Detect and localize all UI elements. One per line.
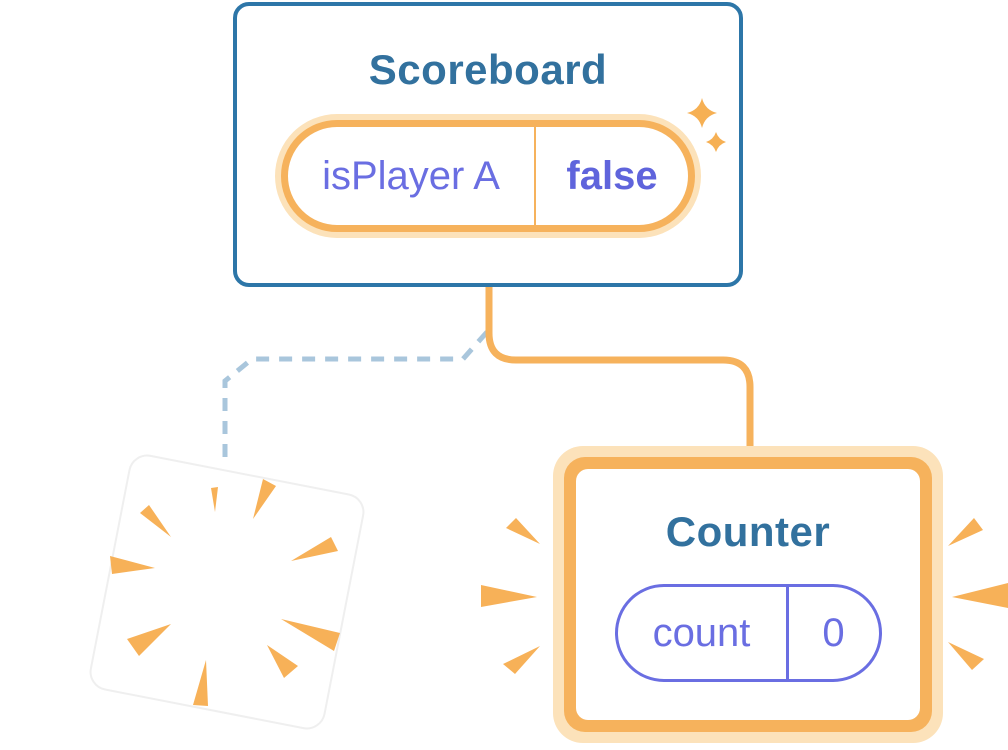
counter-card: Counter count 0 — [553, 446, 943, 743]
counter-card-border: Counter count 0 — [564, 457, 932, 732]
burst-wedge — [253, 479, 276, 519]
burst-wedge — [127, 624, 171, 656]
pill-divider — [785, 587, 789, 679]
state-key-label: count — [652, 610, 751, 655]
burst-wedge — [506, 518, 540, 544]
counter-card-body: Counter count 0 — [576, 469, 920, 720]
poof-burst-icon — [110, 479, 340, 706]
burst-wedge — [267, 645, 298, 678]
burst-wedge — [481, 585, 537, 607]
burst-rays-left-icon — [481, 518, 540, 674]
counter-title: Counter — [665, 508, 831, 555]
destroyed-card-body — [89, 454, 365, 730]
scoreboard-title: Scoreboard — [368, 46, 608, 93]
destroyed-card — [89, 454, 365, 730]
burst-wedge — [281, 619, 340, 651]
burst-wedge — [948, 642, 984, 670]
orange-connector-line — [485, 287, 754, 450]
burst-wedge — [948, 518, 983, 546]
dashed-connector-line — [222, 330, 489, 462]
counter-state-pill: count 0 — [614, 584, 882, 682]
pill-divider — [534, 127, 536, 225]
state-value-label: false — [566, 153, 658, 198]
burst-wedge — [291, 537, 338, 561]
state-key-label: isPlayer A — [322, 153, 500, 198]
burst-wedge — [140, 505, 171, 537]
burst-wedge — [952, 583, 1008, 608]
scoreboard-state-pill: isPlayer A false — [281, 120, 695, 232]
scoreboard-card: Scoreboard isPlayer A false — [233, 2, 743, 287]
burst-wedge — [110, 556, 155, 574]
burst-wedge — [211, 487, 218, 512]
burst-rays-right-icon — [948, 518, 1008, 670]
state-value-label: 0 — [822, 610, 845, 655]
burst-wedge — [193, 660, 208, 706]
burst-wedge — [503, 646, 540, 674]
sparkles-icon — [687, 98, 726, 152]
